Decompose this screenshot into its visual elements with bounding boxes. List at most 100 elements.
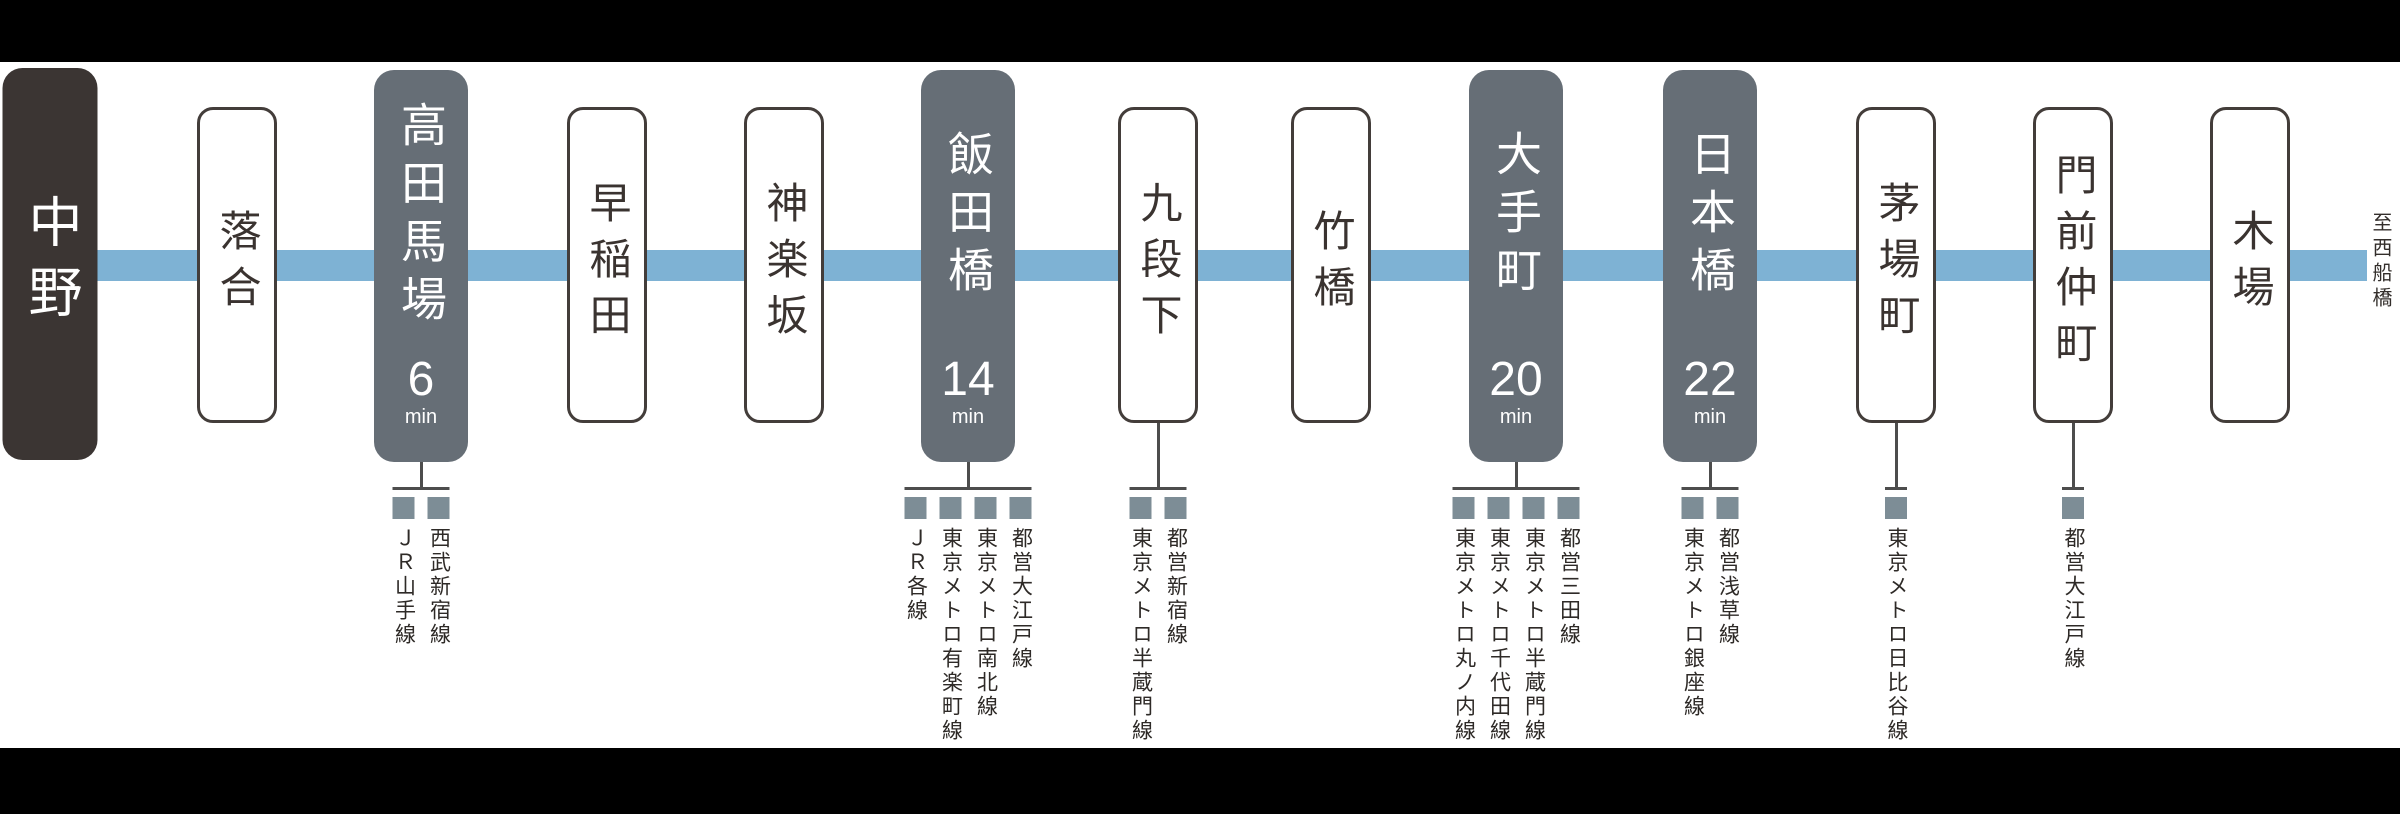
- station-name: 中野: [20, 194, 80, 334]
- transfer-square-icon: [1009, 497, 1032, 519]
- transfer-markers: [1452, 497, 1580, 519]
- transfer-line-label: 東京メトロ千代田線: [1487, 527, 1511, 743]
- bottom-border-bar: [0, 748, 2400, 814]
- station-name: 神楽坂: [761, 181, 808, 349]
- transfer-markers: [2062, 497, 2084, 519]
- transfer-square-icon: [392, 497, 415, 519]
- transfer-lines: ＪＲ各線東京メトロ有楽町線東京メトロ南北線都営大江戸線: [904, 527, 1033, 743]
- travel-time: 6 min: [405, 356, 437, 462]
- transfer-square-icon: [904, 497, 927, 519]
- transfer-markers: [392, 497, 450, 519]
- transfer-line-label: 都営大江戸線: [1009, 527, 1033, 671]
- transfer-connector-line: [2071, 423, 2075, 488]
- station-name: 竹橋: [1308, 209, 1355, 321]
- transfer-square-icon: [939, 497, 962, 519]
- transfer-line-label: 都営浅草線: [1716, 527, 1740, 647]
- transfer-connector-line: [419, 462, 423, 488]
- transfer-line-label: 西武新宿線: [427, 527, 451, 647]
- transfer-connector-line: [966, 462, 970, 488]
- transfer-connector-line: [1156, 423, 1160, 488]
- transfer-lines: 東京メトロ日比谷線: [1885, 527, 1908, 743]
- travel-time-value: 22: [1683, 353, 1737, 406]
- station-box: 竹橋: [1291, 107, 1371, 423]
- transfer-markers: [1681, 497, 1739, 519]
- station-name: 大手町: [1490, 130, 1542, 304]
- station-name: 茅場町: [1873, 181, 1920, 349]
- transfer-line-label: ＪＲ山手線: [392, 527, 416, 647]
- station-name: 九段下: [1135, 181, 1182, 349]
- transfer-markers: [1885, 497, 1907, 519]
- station-box: 日本橋 22 min: [1663, 70, 1757, 462]
- station-box: 茅場町: [1856, 107, 1936, 423]
- station-box: 飯田橋 14 min: [921, 70, 1015, 462]
- station-box: 落合: [197, 107, 277, 423]
- transfer-square-icon: [1164, 497, 1187, 519]
- transfer-square-icon: [1129, 497, 1152, 519]
- transfer-line-label: 東京メトロ半蔵門線: [1129, 527, 1153, 743]
- transfer-square-icon: [427, 497, 450, 519]
- transfer-connector-bar: [392, 487, 450, 490]
- travel-time: 14 min: [941, 356, 994, 462]
- transfer-lines: ＪＲ山手線西武新宿線: [392, 527, 451, 647]
- transfer-square-icon: [1452, 497, 1475, 519]
- station-box: 門前仲町: [2033, 107, 2113, 423]
- travel-time-unit: min: [951, 406, 985, 428]
- transfer-connector-line: [1894, 423, 1898, 488]
- transfer-line-label: 東京メトロ日比谷線: [1885, 527, 1908, 743]
- station-name: 高田馬場: [395, 101, 447, 333]
- transfer-connector-bar: [2062, 487, 2084, 490]
- transfer-connector-line: [1708, 462, 1712, 488]
- transfer-square-icon: [974, 497, 997, 519]
- transfer-line-label: 東京メトロ有楽町線: [939, 527, 963, 743]
- transfer-square-icon: [2062, 497, 2084, 519]
- transfer-line-label: ＪＲ各線: [904, 527, 928, 623]
- destination-label: 至西船橋: [2369, 212, 2391, 312]
- station-box: 九段下: [1118, 107, 1198, 423]
- station-name: 落合: [214, 209, 261, 321]
- transfer-connector-bar: [904, 487, 1032, 490]
- station-box: 高田馬場 6 min: [374, 70, 468, 462]
- station-name: 早稲田: [584, 181, 631, 349]
- transfer-square-icon: [1885, 497, 1907, 519]
- station-box: 早稲田: [567, 107, 647, 423]
- transfer-line-label: 東京メトロ南北線: [974, 527, 998, 719]
- travel-time-unit: min: [1693, 406, 1727, 428]
- transfer-square-icon: [1557, 497, 1580, 519]
- transfer-line-label: 都営大江戸線: [2062, 527, 2085, 671]
- travel-time-unit: min: [1499, 406, 1533, 428]
- station-box: 神楽坂: [744, 107, 824, 423]
- transfer-square-icon: [1487, 497, 1510, 519]
- station-name: 木場: [2227, 209, 2274, 321]
- travel-time: 20 min: [1489, 356, 1542, 462]
- station-box: 大手町 20 min: [1469, 70, 1563, 462]
- travel-time: 22 min: [1683, 356, 1736, 462]
- transfer-lines: 東京メトロ半蔵門線都営新宿線: [1129, 527, 1188, 743]
- transfer-line-label: 都営三田線: [1557, 527, 1581, 647]
- transfer-lines: 東京メトロ丸ノ内線東京メトロ千代田線東京メトロ半蔵門線都営三田線: [1452, 527, 1581, 743]
- station-box: 木場: [2210, 107, 2290, 423]
- transfer-markers: [1129, 497, 1187, 519]
- transfer-square-icon: [1681, 497, 1704, 519]
- transfer-connector-bar: [1129, 487, 1187, 490]
- transfer-connector-bar: [1885, 487, 1907, 490]
- transfer-line-label: 東京メトロ銀座線: [1681, 527, 1705, 719]
- station-box: 中野: [2, 68, 98, 460]
- station-name: 日本橋: [1684, 130, 1736, 304]
- transfer-line-label: 東京メトロ半蔵門線: [1522, 527, 1546, 743]
- transfer-line-label: 東京メトロ丸ノ内線: [1452, 527, 1476, 743]
- transfer-connector-bar: [1681, 487, 1739, 490]
- travel-time-value: 20: [1489, 353, 1543, 406]
- transfer-square-icon: [1522, 497, 1545, 519]
- transfer-lines: 都営大江戸線: [2062, 527, 2085, 671]
- transfer-square-icon: [1716, 497, 1739, 519]
- top-border-bar: [0, 0, 2400, 62]
- transfer-connector-bar: [1452, 487, 1580, 490]
- travel-time-value: 6: [407, 353, 435, 406]
- station-name: 飯田橋: [942, 130, 994, 304]
- transfer-lines: 東京メトロ銀座線都営浅草線: [1681, 527, 1740, 719]
- transfer-line-label: 都営新宿線: [1164, 527, 1188, 647]
- station-name: 門前仲町: [2050, 153, 2097, 377]
- transfer-connector-line: [1514, 462, 1518, 488]
- travel-time-unit: min: [404, 406, 438, 428]
